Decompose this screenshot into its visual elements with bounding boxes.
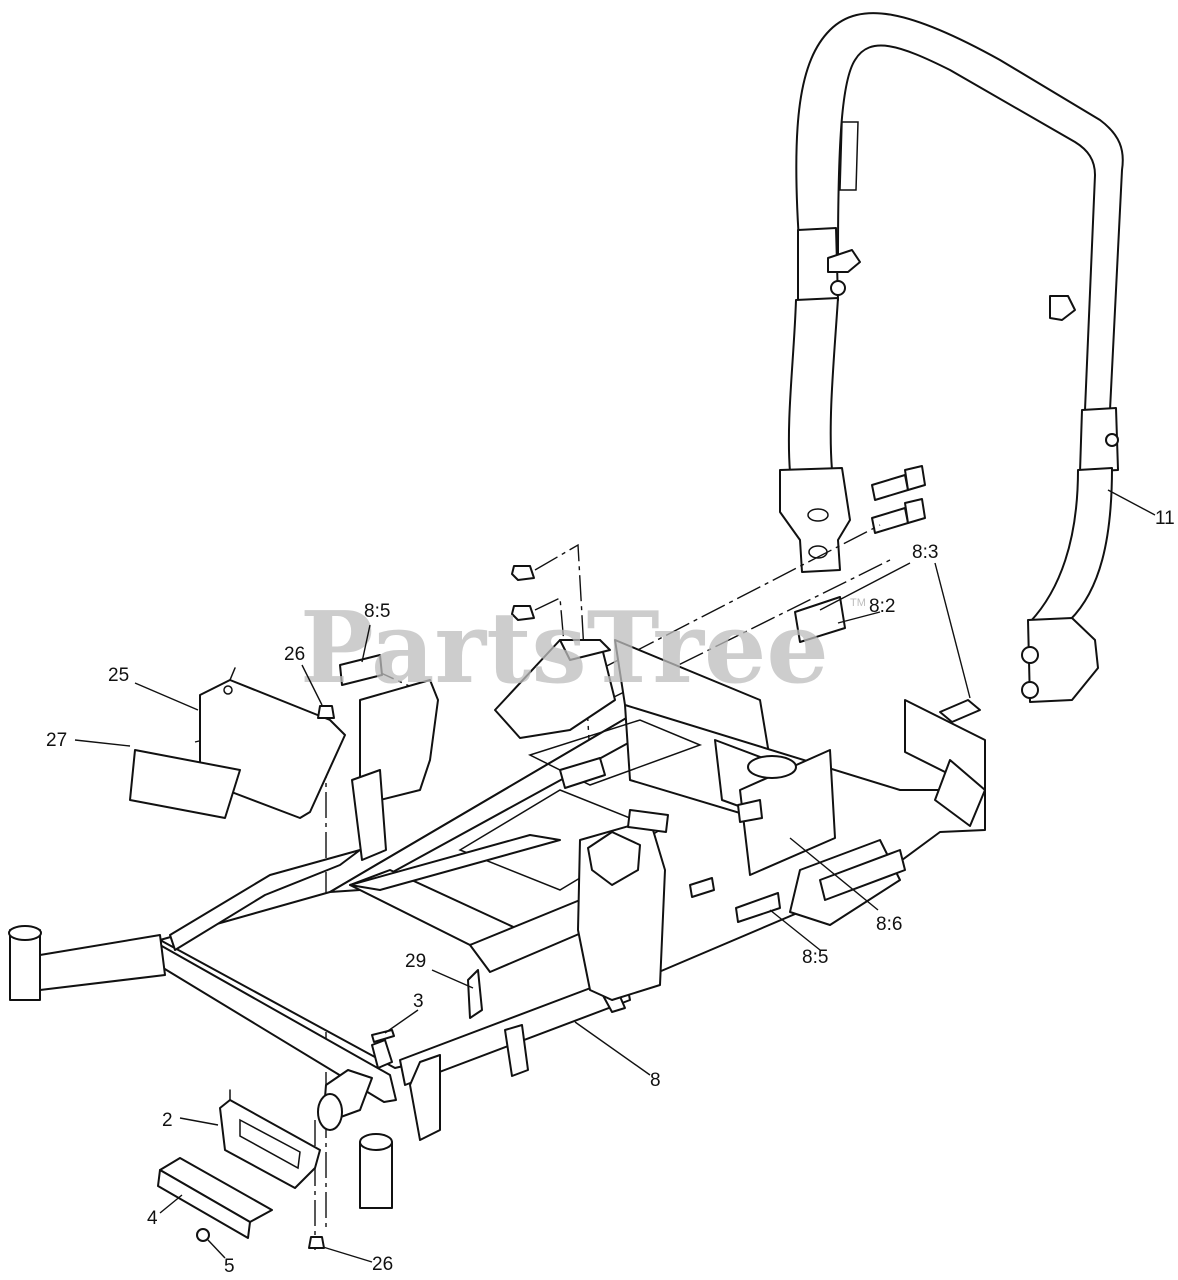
bracket-2 xyxy=(219,1089,321,1189)
light-4 xyxy=(157,1157,273,1239)
callout-26-lower: 26 xyxy=(372,1254,393,1275)
decal-8-5-upper xyxy=(339,654,383,686)
decal-8-2 xyxy=(794,596,846,643)
callout-8-2: 8:2 xyxy=(869,596,895,617)
decal-8-3 xyxy=(939,699,981,723)
screw-5 xyxy=(196,1228,210,1242)
callout-8-6: 8:6 xyxy=(876,914,902,935)
leader-lines xyxy=(74,489,1156,1263)
roll-bar-bolts xyxy=(511,465,926,621)
callout-26-upper: 26 xyxy=(284,644,305,665)
callout-8: 8 xyxy=(650,1070,661,1091)
roll-bar xyxy=(779,12,1124,703)
nut-26-lower xyxy=(308,1236,325,1249)
callout-3: 3 xyxy=(413,991,424,1012)
callout-8-5-lower: 8:5 xyxy=(802,947,828,968)
decal-8-5-lower xyxy=(735,892,781,923)
main-frame xyxy=(8,639,986,1209)
callout-29: 29 xyxy=(405,951,426,972)
callout-8-3: 8:3 xyxy=(912,542,938,563)
pin-3 xyxy=(371,1029,395,1043)
callout-8-5-upper: 8:5 xyxy=(364,601,390,622)
watermark: PartsTree xyxy=(300,591,829,706)
callout-27: 27 xyxy=(46,730,67,751)
callout-5: 5 xyxy=(224,1256,235,1277)
callouts: 25 27 26 8:5 8:3 8:2 11 8:6 8:5 29 3 8 2… xyxy=(46,508,1175,1277)
nut-26-upper xyxy=(317,705,335,719)
decal-29 xyxy=(467,969,483,1019)
callout-11: 11 xyxy=(1155,508,1175,529)
callout-2: 2 xyxy=(162,1110,173,1131)
watermark-trademark: TM xyxy=(850,597,866,609)
callout-4: 4 xyxy=(147,1208,158,1229)
decal-27 xyxy=(129,749,241,819)
callout-25: 25 xyxy=(108,665,129,686)
